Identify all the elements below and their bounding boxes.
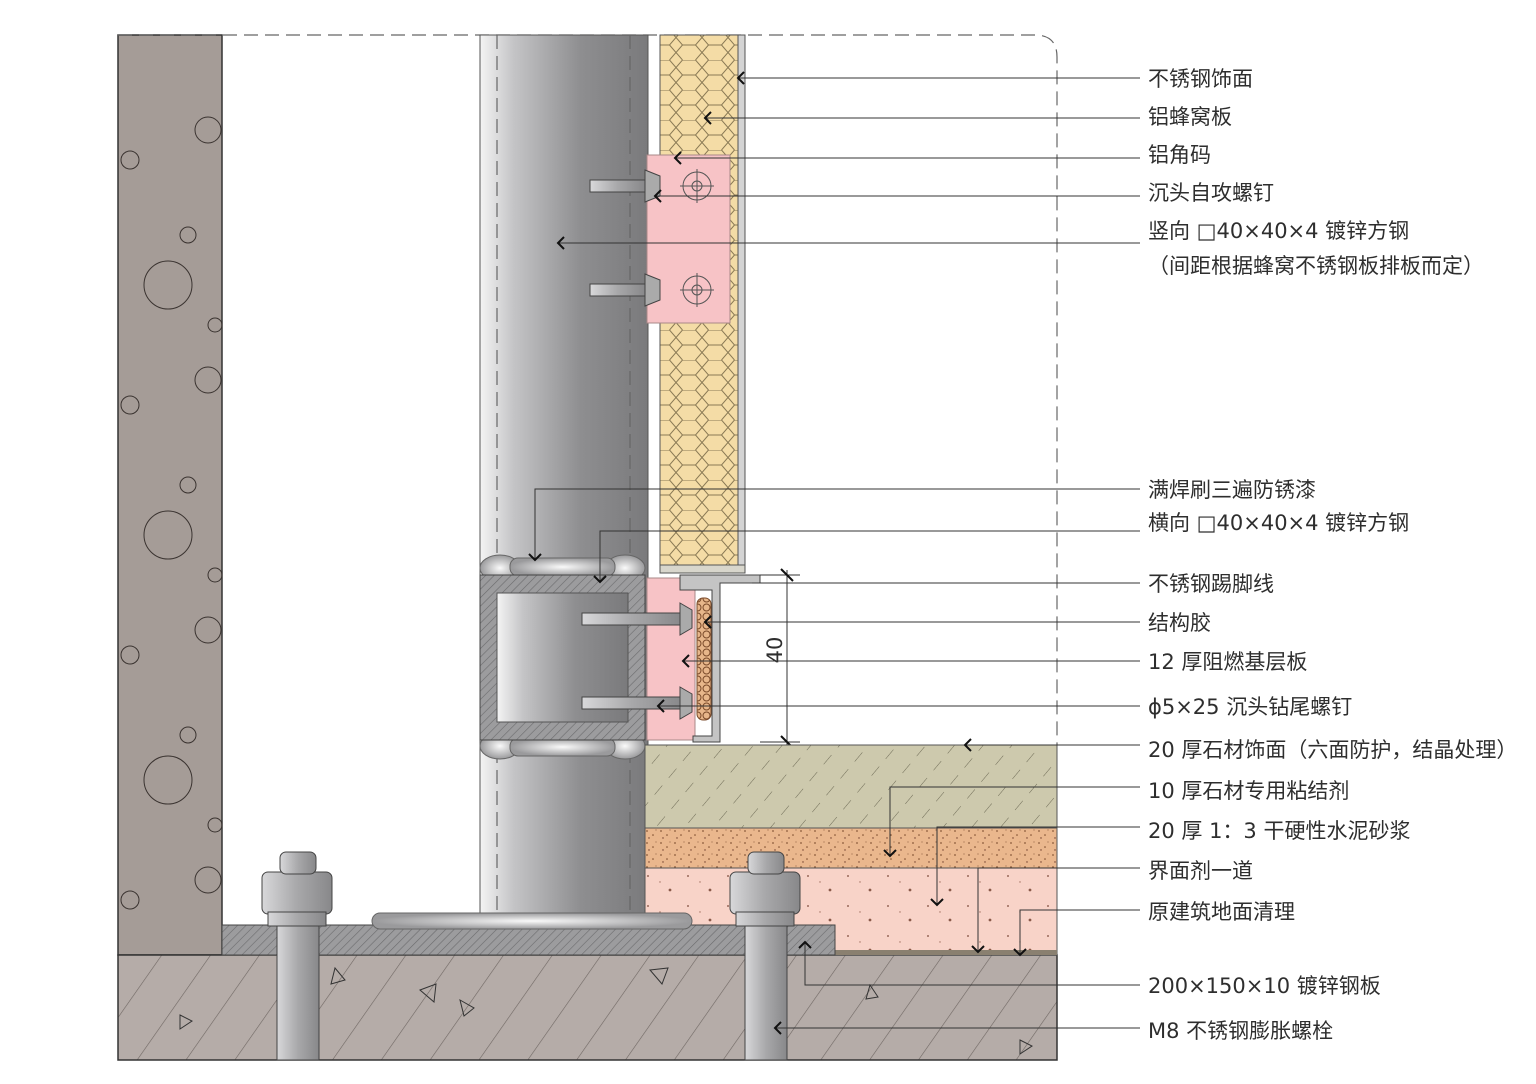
outline-dashed: [118, 34, 1058, 745]
structural-glue: [696, 597, 712, 721]
label-skirting: 不锈钢踢脚线: [1148, 572, 1274, 596]
label-steel-plate: 200×150×10 镀锌钢板: [1148, 974, 1381, 998]
label-honeycomb-panel: 铝蜂窝板: [1148, 105, 1232, 129]
label-expansion-bolt: M8 不锈钢膨胀螺栓: [1148, 1019, 1333, 1043]
label-vertical-tube-note: （间距根据蜂窝不锈钢板排板而定）: [1148, 254, 1484, 278]
label-floor-cleaning: 原建筑地面清理: [1148, 900, 1295, 924]
fire-retardant-base-board: [646, 577, 696, 741]
label-stone-finish: 20 厚石材饰面（六面防护，结晶处理）: [1148, 738, 1517, 762]
angle-bolt-hole: [680, 169, 714, 307]
stainless-skirting: [679, 574, 761, 743]
countersunk-self-tapping-screw: [589, 169, 661, 307]
panel-bottom-edge: [659, 564, 746, 574]
aluminum-angle-bracket: [646, 154, 731, 324]
label-mortar: 20 厚 1：3 干硬性水泥砂浆: [1148, 819, 1410, 843]
dimension-value: 40: [763, 637, 787, 664]
concrete-wall: [117, 34, 223, 956]
callout-labels: 不锈钢饰面 铝蜂窝板 铝角码 沉头自攻螺钉 竖向 □40×40×4 镀锌方钢 （…: [1148, 67, 1517, 1043]
label-interface-agent: 界面剂一道: [1148, 859, 1253, 883]
vertical-steel-tube: [479, 34, 649, 926]
galvanized-steel-plate: [221, 924, 836, 956]
label-drill-screw: ϕ5×25 沉头钻尾螺钉: [1148, 695, 1352, 719]
expansion-bolt: [261, 851, 801, 1061]
label-vertical-tube: 竖向 □40×40×4 镀锌方钢: [1148, 219, 1409, 243]
label-self-tapping-screw: 沉头自攻螺钉: [1148, 181, 1274, 205]
label-structural-glue: 结构胶: [1148, 611, 1211, 635]
stainless-facing: [737, 34, 746, 566]
label-horizontal-tube: 横向 □40×40×4 镀锌方钢: [1148, 511, 1409, 535]
cement-mortar-layer: [644, 827, 1058, 869]
label-full-weld: 满焊刷三遍防锈漆: [1148, 478, 1316, 502]
label-base-board: 12 厚阻燃基层板: [1148, 650, 1307, 674]
label-adhesive: 10 厚石材专用粘结剂: [1148, 779, 1349, 803]
leader-lines: [528, 71, 1140, 1035]
label-aluminum-angle: 铝角码: [1148, 143, 1211, 167]
interface-agent-line: [835, 950, 1057, 955]
label-stainless-facing: 不锈钢饰面: [1148, 67, 1253, 91]
dimension-40: 40: [760, 568, 800, 749]
floor-slab: [117, 954, 1058, 1061]
plate-weld: [371, 912, 693, 930]
slab-aggregate: [179, 966, 1033, 1055]
